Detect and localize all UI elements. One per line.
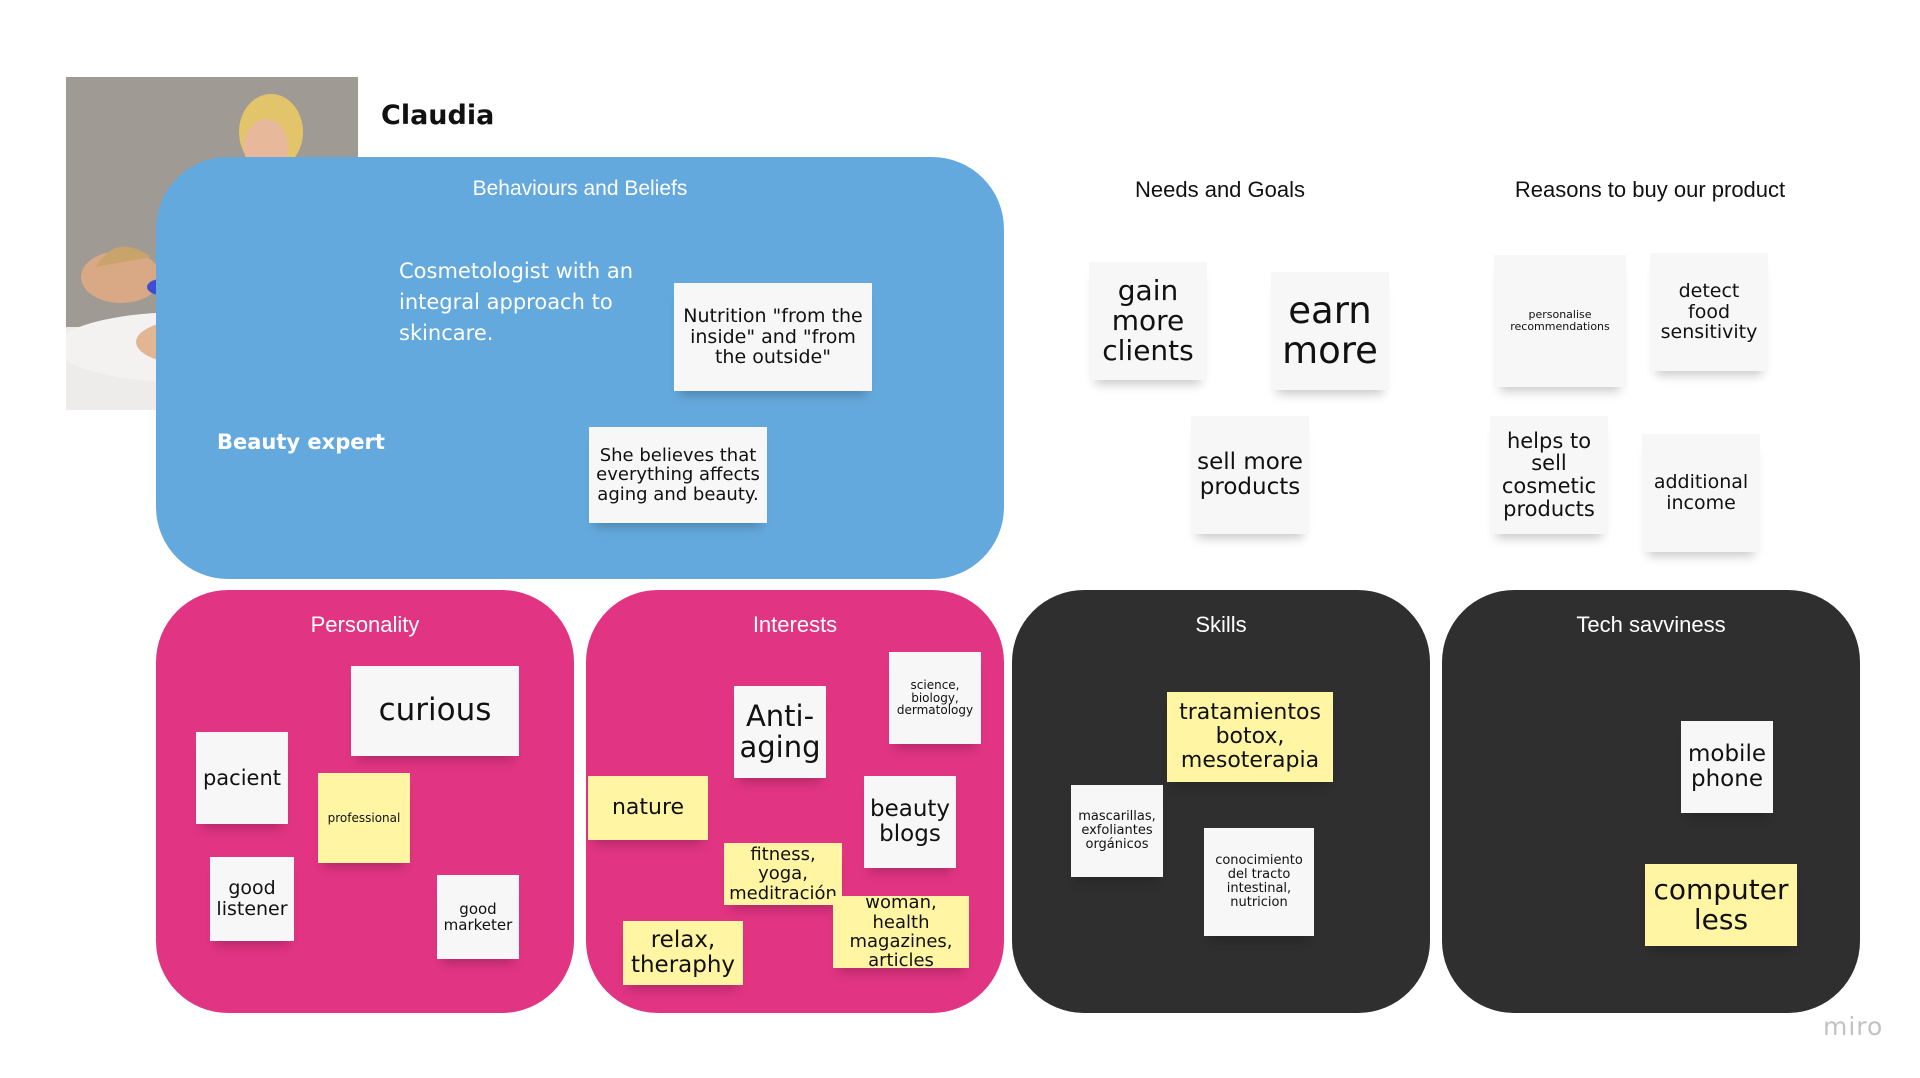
sticky-note[interactable]: personalise recommendations	[1494, 255, 1626, 387]
sticky-note[interactable]: science, biology, dermatology	[889, 652, 981, 744]
persona-name: Claudia	[381, 100, 495, 131]
sticky-note[interactable]: mascarillas, exfoliantes orgánicos	[1071, 785, 1163, 877]
sticky-note[interactable]: earn more	[1271, 272, 1389, 390]
sticky-note[interactable]: pacient	[196, 732, 288, 824]
behaviours-description: Cosmetologist with an integral approach …	[399, 259, 634, 345]
sticky-note[interactable]: helps to sell cosmetic products	[1490, 416, 1608, 534]
interests-title: Interests	[752, 612, 838, 637]
behaviours-title: Behaviours and Beliefs	[472, 177, 688, 200]
tech-title: Tech savviness	[1576, 612, 1726, 637]
sticky-note[interactable]: good listener	[210, 857, 294, 941]
sticky-note[interactable]: beauty blogs	[864, 776, 956, 868]
miro-logo: miro	[1823, 1012, 1884, 1041]
sticky-note[interactable]: detect food sensitivity	[1650, 253, 1768, 371]
skills-title: Skills	[1195, 612, 1247, 637]
sticky-note[interactable]: tratamientos botox, mesoterapia	[1167, 692, 1333, 782]
sticky-note[interactable]: fitness, yoga, meditración	[724, 843, 842, 905]
sticky-note[interactable]: gain more clients	[1089, 262, 1207, 380]
sticky-note[interactable]: additional income	[1642, 434, 1760, 552]
sticky-note[interactable]: nature	[588, 776, 708, 840]
sticky-note[interactable]: computer less	[1645, 864, 1797, 946]
personality-title: Personality	[310, 612, 420, 637]
sticky-note[interactable]: relax, theraphy	[623, 921, 743, 985]
needs-title: Needs and Goals	[1135, 177, 1305, 202]
sticky-note[interactable]: woman, health magazines, articles	[833, 893, 969, 971]
sticky-note[interactable]: sell more products	[1191, 416, 1309, 534]
sticky-note[interactable]: Anti-aging	[734, 686, 826, 778]
sticky-note[interactable]: good marketer	[437, 875, 519, 959]
sticky-note[interactable]: curious	[351, 666, 519, 756]
persona-role: Beauty expert	[217, 430, 385, 454]
sticky-note[interactable]: professional	[318, 773, 410, 863]
sticky-note[interactable]: She believes that everything affects agi…	[589, 427, 767, 523]
sticky-note[interactable]: conocimiento del tracto intestinal, nutr…	[1204, 828, 1314, 936]
tech-panel[interactable]: Tech savviness	[1442, 590, 1860, 1013]
behaviours-panel[interactable]	[156, 157, 1004, 579]
sticky-note[interactable]: Nutrition "from the inside" and "from th…	[674, 283, 872, 391]
sticky-note[interactable]: mobile phone	[1681, 721, 1773, 813]
reasons-title: Reasons to buy our product	[1514, 177, 1786, 202]
